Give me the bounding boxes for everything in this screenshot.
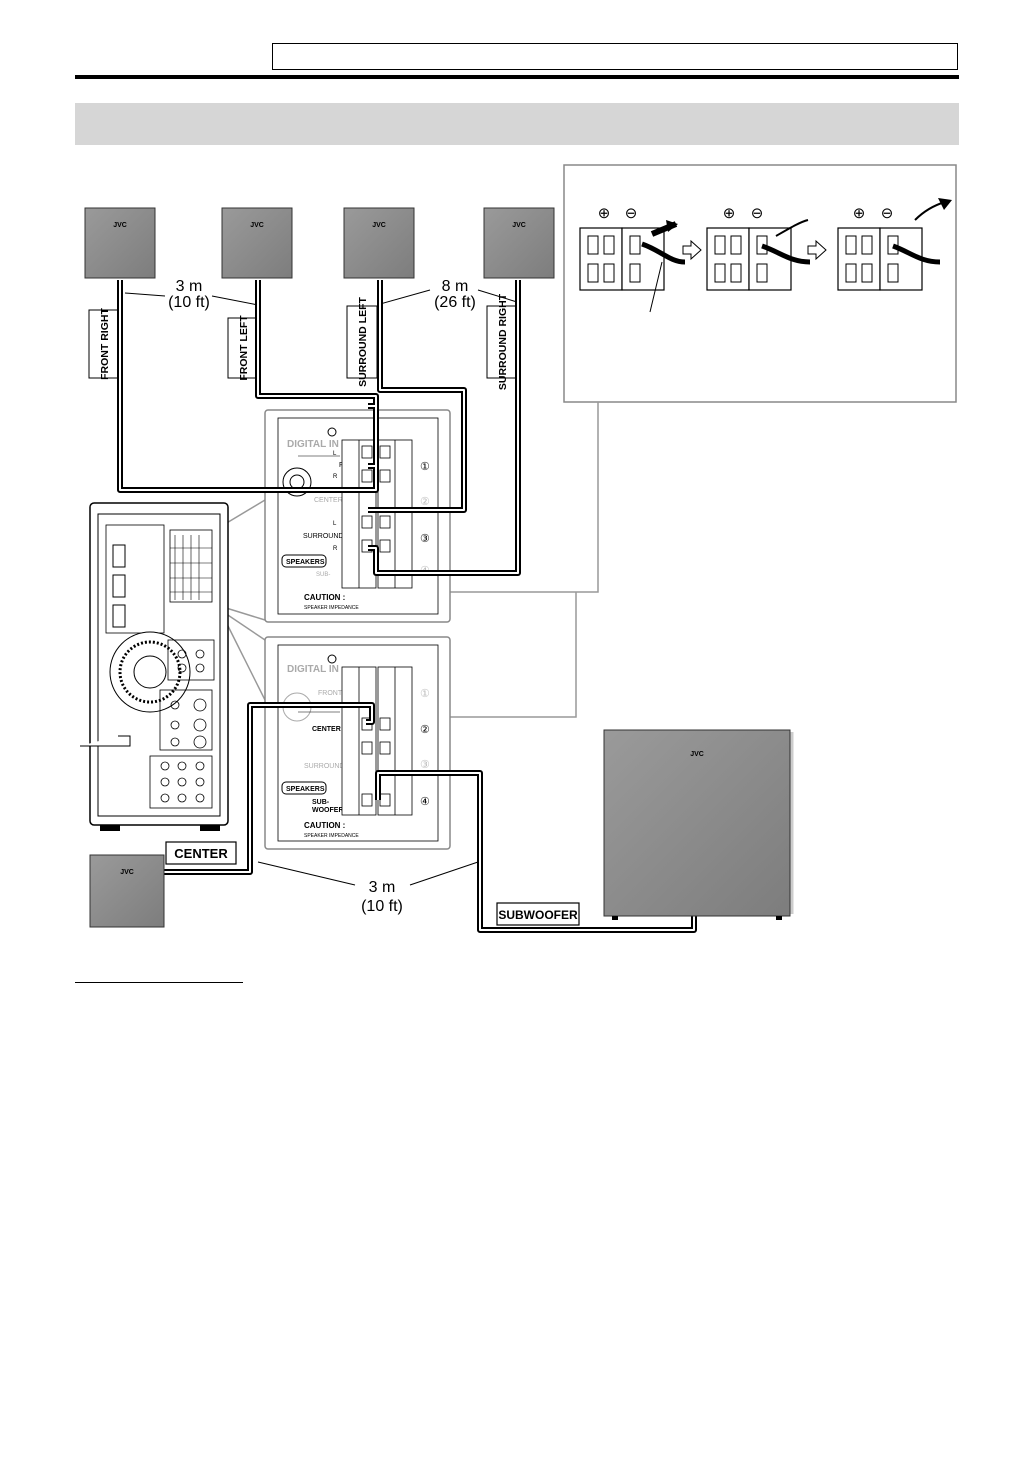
svg-text:FRONT LEFT: FRONT LEFT	[238, 315, 250, 381]
svg-text:④: ④	[420, 796, 430, 808]
header-box	[272, 43, 958, 70]
label-surround-left: SURROUND LEFT	[346, 297, 378, 387]
svg-text:SUB-: SUB-	[312, 799, 330, 806]
svg-text:②: ②	[420, 496, 430, 508]
terminal-step-2: ⊕ ⊖	[706, 205, 811, 291]
speaker-subwoofer: JVC	[603, 729, 794, 920]
svg-text:R: R	[333, 546, 338, 552]
svg-text:WOOFER: WOOFER	[312, 807, 344, 814]
svg-text:⊖: ⊖	[751, 205, 764, 222]
svg-text:⊕: ⊕	[598, 205, 611, 222]
svg-text:FRONT: FRONT	[318, 690, 343, 697]
speaker-front-right: JVC	[84, 207, 156, 279]
surround-distance-m: 8 m	[442, 278, 469, 295]
svg-text:JVC: JVC	[120, 869, 134, 876]
svg-text:FRONT RIGHT: FRONT RIGHT	[99, 308, 111, 380]
terminal-panel-bottom: DIGITAL IN FRONT CENTER SURROUND SPEAKER…	[264, 636, 451, 850]
svg-text:SURROUND LEFT: SURROUND LEFT	[357, 297, 369, 387]
terminal-panel-top: DIGITAL IN FRONT L R CENTER SURROUND L R…	[264, 409, 451, 623]
speaker-front-left: JVC	[221, 207, 293, 279]
wire-connection-inset: ⊕ ⊖ ⊕ ⊖ ⊕ ⊖	[563, 164, 957, 403]
surround-distance-ft: (26 ft)	[434, 294, 476, 311]
svg-text:JVC: JVC	[250, 222, 264, 229]
front-distance-m: 3 m	[176, 278, 203, 295]
svg-text:SPEAKER IMPEDANCE: SPEAKER IMPEDANCE	[304, 833, 359, 839]
svg-text:DIGITAL IN: DIGITAL IN	[287, 664, 339, 675]
svg-text:SURROUND: SURROUND	[304, 763, 344, 770]
speaker-center: JVC	[89, 854, 165, 928]
svg-text:SUB-: SUB-	[316, 572, 330, 578]
svg-text:SPEAKERS: SPEAKERS	[286, 559, 325, 566]
speaker-surround-left: JVC	[343, 207, 415, 279]
digital-in-label: DIGITAL IN	[287, 439, 339, 450]
next-arrow-1	[682, 239, 702, 261]
svg-text:R: R	[333, 474, 338, 480]
next-arrow-2	[807, 239, 827, 261]
svg-text:CAUTION :: CAUTION :	[304, 593, 345, 602]
svg-text:SURROUND RIGHT: SURROUND RIGHT	[497, 293, 509, 390]
svg-text:JVC: JVC	[512, 222, 526, 229]
center-sub-distance-m: 3 m	[369, 879, 396, 896]
label-front-right: FRONT RIGHT	[88, 308, 120, 380]
header-rule	[75, 75, 959, 79]
label-center: CENTER	[165, 841, 237, 865]
svg-text:③: ③	[420, 533, 430, 545]
receiver-rear-panel	[80, 502, 229, 831]
svg-text:L: L	[333, 521, 337, 527]
svg-text:⊕: ⊕	[723, 205, 736, 222]
svg-text:⊕: ⊕	[853, 205, 866, 222]
center-sub-distance-ft: (10 ft)	[361, 898, 403, 915]
svg-text:③: ③	[420, 759, 430, 771]
svg-text:JVC: JVC	[372, 222, 386, 229]
svg-text:①: ①	[420, 688, 430, 700]
footnote-rule	[75, 982, 243, 983]
svg-text:CENTER: CENTER	[312, 726, 341, 733]
svg-text:L: L	[333, 451, 337, 457]
svg-text:⊖: ⊖	[625, 205, 638, 222]
speaker-cables	[117, 280, 697, 933]
label-surround-right: SURROUND RIGHT	[486, 293, 518, 390]
front-distance-ft: (10 ft)	[168, 294, 210, 311]
label-front-left: FRONT LEFT	[227, 315, 259, 381]
svg-text:①: ①	[420, 461, 430, 473]
svg-text:CENTER: CENTER	[174, 846, 228, 861]
terminal-step-1: ⊕ ⊖	[579, 205, 686, 313]
svg-text:⊖: ⊖	[881, 205, 894, 222]
svg-text:SPEAKERS: SPEAKERS	[286, 786, 325, 793]
svg-text:②: ②	[420, 724, 430, 736]
svg-text:JVC: JVC	[690, 751, 704, 758]
svg-text:JVC: JVC	[113, 222, 127, 229]
terminal-step-3: ⊕ ⊖	[837, 198, 952, 291]
distance-leaders	[124, 289, 518, 886]
svg-text:SPEAKER IMPEDANCE: SPEAKER IMPEDANCE	[304, 605, 359, 611]
svg-text:CAUTION :: CAUTION :	[304, 821, 345, 830]
label-subwoofer: SUBWOOFER	[496, 902, 580, 926]
svg-text:SURROUND: SURROUND	[303, 533, 343, 540]
section-title-bar	[75, 103, 959, 145]
svg-text:SUBWOOFER: SUBWOOFER	[498, 908, 578, 922]
svg-text:CENTER: CENTER	[314, 497, 343, 504]
speaker-surround-right: JVC	[483, 207, 555, 279]
